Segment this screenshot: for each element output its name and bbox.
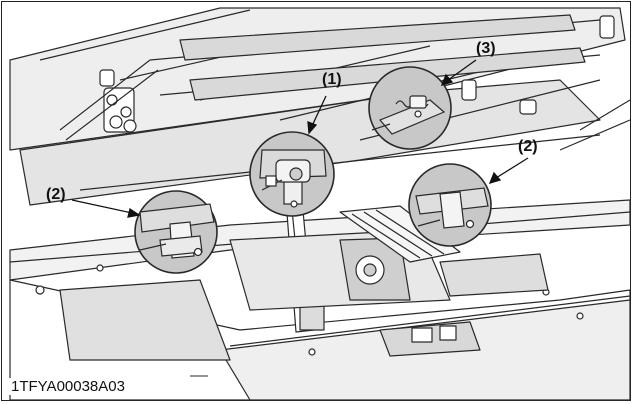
callout-label-2-left: (2)	[46, 186, 66, 203]
leader-arrow-3	[440, 59, 477, 87]
leader-arrow-2-right	[488, 157, 529, 185]
leader-arrow-2-left	[71, 199, 141, 218]
drivetrain-components	[229, 205, 549, 311]
callout-label-2-right: (2)	[518, 138, 538, 155]
detail-circle-1	[249, 131, 335, 217]
right-upper-details	[461, 15, 631, 151]
callout-label-3: (3)	[476, 40, 496, 57]
leader-arrow-1	[307, 95, 327, 135]
detail-circle-3	[368, 66, 452, 150]
figure-code: 1TFYA00038A03	[8, 378, 128, 395]
detail-circle-2-right	[408, 163, 492, 247]
left-hinge-assembly	[59, 59, 159, 141]
callout-label-1: (1)	[322, 71, 342, 88]
detail-circle-2-left	[134, 190, 218, 274]
